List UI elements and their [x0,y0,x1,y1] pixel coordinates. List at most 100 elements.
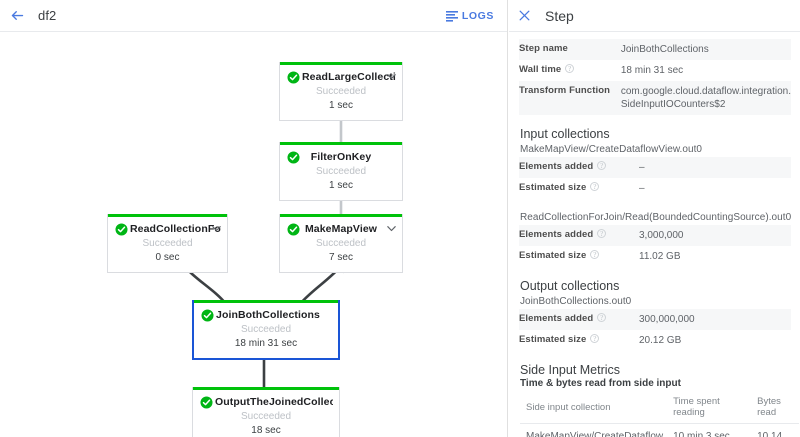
logs-button[interactable]: LOGS [445,6,494,26]
collection-name: MakeMapView/CreateDataflowView.out0 [520,144,703,155]
chevron-down-icon[interactable] [386,71,397,82]
table-row: Elements added? 3,000,000 [519,225,791,246]
help-icon[interactable]: ? [597,161,607,170]
back-arrow-icon[interactable] [0,0,34,32]
cell-collection: MakeMapView/CreateDataflow View.out0 [520,423,668,437]
output-collections-title: Output collections [520,279,620,293]
row-value: 18 min 31 sec [620,65,684,76]
node-elapsed-time: 7 sec [329,252,353,263]
graph-node-filter-on-key[interactable]: FilterOnKey Succeeded 1 sec [279,142,403,201]
collection-name: JoinBothCollections.out0 [520,296,632,307]
help-icon[interactable]: ? [590,334,600,343]
logs-label: LOGS [461,10,494,22]
side-input-metrics-title: Side Input Metrics [520,363,621,377]
check-circle-icon [287,71,300,84]
close-panel-button[interactable] [509,0,539,32]
graph-node-read-large-collection[interactable]: ReadLargeCollectionFr… Succeeded 1 sec [279,62,403,121]
row-label: Elements added? [519,309,639,330]
step-panel-header: Step [509,0,800,32]
node-elapsed-time: 0 sec [155,252,180,263]
side-input-metrics-table: Side input collection Time spent reading… [520,393,799,437]
row-value: – [639,183,645,194]
node-status: Succeeded [240,324,292,335]
input-collections-title: Input collections [520,127,610,141]
node-title: ReadLargeCollectionFr… [302,71,396,83]
graph-node-read-collection-for-join[interactable]: ReadCollectionForJoin Succeeded 0 sec [107,214,228,273]
table-row: Elements added? – [519,157,791,178]
row-label: Elements added? [519,157,639,178]
node-title: JoinBothCollections [216,309,320,321]
node-status-bar [280,142,402,145]
node-status-bar [193,387,339,390]
node-title: MakeMapView [304,223,378,235]
step-panel-body: Step name JoinBothCollections Wall time?… [509,32,800,437]
column-header-time: Time spent reading [667,393,752,424]
row-label: Estimated size? [519,246,639,267]
help-icon[interactable]: ? [597,229,607,238]
row-value: com.google.cloud.dataflow.integration. S… [620,86,791,110]
help-icon[interactable]: ? [597,313,607,322]
check-circle-icon [200,396,213,409]
step-panel-title: Step [545,7,574,24]
help-icon[interactable]: ? [590,250,600,259]
node-status: Succeeded [315,238,367,249]
graph-edges [183,91,349,389]
node-status: Succeeded [142,238,193,249]
check-circle-icon [287,223,300,236]
input-collection-table-0: Elements added? – Estimated size? – [519,157,791,199]
chevron-down-icon[interactable] [211,223,222,234]
row-value: 20.12 GB [639,335,682,346]
node-status-bar [194,300,338,303]
job-name: df2 [38,8,57,23]
table-header-row: Side input collection Time spent reading… [520,393,799,424]
help-icon[interactable]: ? [590,182,600,191]
node-elapsed-time: 1 sec [329,100,353,111]
collection-name: ReadCollectionForJoin/Read(BoundedCounti… [520,212,792,223]
chevron-down-icon[interactable] [386,223,397,234]
node-title: OutputTheJoinedCollec… [215,396,333,408]
row-value: 300,000,000 [639,314,695,325]
row-label: Step name [519,43,568,54]
row-label: Wall time? [519,60,621,81]
table-row: Step name JoinBothCollections [519,39,791,60]
row-label: Estimated size? [519,178,639,199]
pipeline-graph[interactable]: ReadLargeCollectionFr… Succeeded 1 sec F… [0,32,507,437]
table-row: Estimated size? – [519,178,791,199]
side-input-metrics-subtitle: Time & bytes read from side input [520,378,681,389]
check-circle-icon [201,309,214,322]
row-value: 3,000,000 [639,230,684,241]
graph-node-join-both-collections[interactable]: JoinBothCollections Succeeded 18 min 31 … [192,300,340,360]
node-elapsed-time: 1 sec [329,180,353,191]
logs-list-icon [445,10,458,22]
node-status: Succeeded [315,166,367,177]
graph-node-make-map-view[interactable]: MakeMapView Succeeded 7 sec [279,214,403,273]
table-row: Transform Function com.google.cloud.data… [519,81,791,115]
node-elapsed-time: 18 min 31 sec [234,338,298,349]
table-row: MakeMapView/CreateDataflow View.out0 10 … [520,423,799,437]
node-title: FilterOnKey [310,151,372,163]
check-circle-icon [115,223,128,236]
node-title: ReadCollectionForJoin [130,223,221,235]
table-row: Elements added? 300,000,000 [519,309,791,330]
row-label: Elements added? [519,225,639,246]
top-toolbar: df2 LOGS [0,0,507,32]
node-status-bar [280,214,402,217]
help-icon[interactable]: ? [565,64,575,73]
graph-node-output-the-joined-collection[interactable]: OutputTheJoinedCollec… Succeeded 18 sec [192,387,340,437]
node-status-bar [280,62,402,65]
step-summary-table: Step name JoinBothCollections Wall time?… [519,39,791,115]
cell-bytes-read: 10.14 GB [751,423,799,437]
node-status: Succeeded [240,411,292,422]
node-status-bar [108,214,227,217]
table-row: Estimated size? 11.02 GB [519,246,791,267]
table-row: Wall time? 18 min 31 sec [519,60,791,81]
row-value: – [639,162,645,173]
cell-time-spent: 10 min 3 sec [667,423,752,437]
row-label: Transform Function [519,85,610,96]
column-header-collection: Side input collection [520,393,668,424]
check-circle-icon [287,151,300,164]
node-elapsed-time: 18 sec [251,425,281,436]
output-collection-table-0: Elements added? 300,000,000 Estimated si… [519,309,791,351]
input-collection-table-1: Elements added? 3,000,000 Estimated size… [519,225,791,267]
